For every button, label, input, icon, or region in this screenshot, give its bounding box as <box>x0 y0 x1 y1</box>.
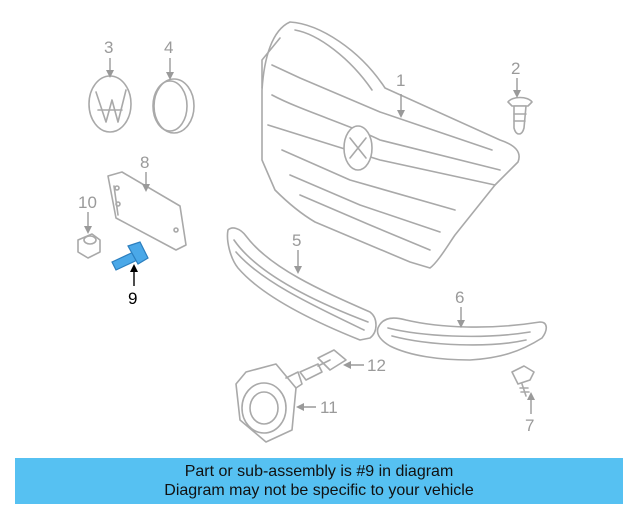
part-9-bolt <box>111 241 149 271</box>
callout-12: 12 <box>367 356 386 375</box>
part-11-housing <box>235 363 303 443</box>
part-3-emblem <box>88 75 132 133</box>
part-5-lower-grille <box>226 227 377 341</box>
part-7-screw <box>511 365 535 397</box>
parts-diagram: 1 2 3 4 5 6 7 8 9 10 11 12 <box>77 21 548 443</box>
part-8-bracket <box>107 171 187 251</box>
callout-5: 5 <box>292 231 301 250</box>
callout-1: 1 <box>396 71 405 90</box>
banner-line-2: Diagram may not be specific to your vehi… <box>164 482 474 499</box>
callout-3: 3 <box>104 38 113 57</box>
callout-6: 6 <box>455 288 464 307</box>
callout-10: 10 <box>78 193 97 212</box>
callout-7: 7 <box>525 416 534 435</box>
part-2-clip <box>507 96 533 135</box>
callout-4: 4 <box>164 38 173 57</box>
banner-line-1: Part or sub-assembly is #9 in diagram <box>184 463 454 480</box>
callout-11: 11 <box>320 398 338 417</box>
part-12-clip <box>299 349 347 381</box>
callout-2: 2 <box>511 59 520 78</box>
callout-9: 9 <box>128 289 137 308</box>
callout-8: 8 <box>140 153 149 172</box>
part-10-nut <box>77 233 101 259</box>
info-banner: Part or sub-assembly is #9 in diagram Di… <box>15 458 623 504</box>
part-4-cover <box>152 78 195 134</box>
part-6-trim <box>376 317 548 361</box>
part-1-grille <box>261 21 520 269</box>
